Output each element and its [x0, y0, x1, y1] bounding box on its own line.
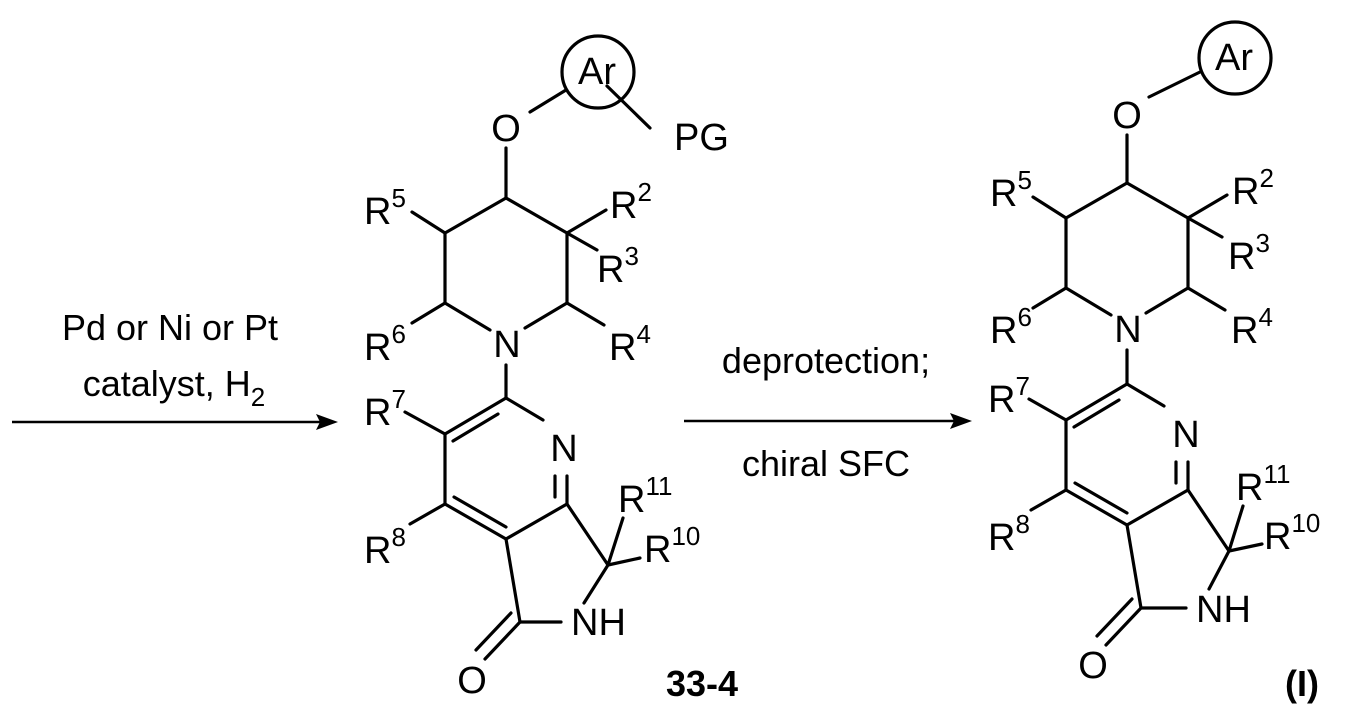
substituent-r3: R3 [1228, 228, 1270, 278]
substituent-r4: R4 [1231, 302, 1273, 352]
lactam-bond-c7a-c7 [567, 504, 608, 565]
piperidine-ring-left [1066, 183, 1127, 315]
piperidine-nitrogen: N [493, 324, 520, 366]
piperidine-nitrogen: N [1114, 309, 1141, 351]
reaction-step-2: deprotection; chiral SFC [684, 340, 972, 484]
compound-label-33-4: 33-4 [666, 663, 738, 704]
piperidine-ring-left [445, 198, 506, 330]
substituent-r10: R10 [644, 521, 700, 571]
substituent-r8: R8 [364, 522, 406, 572]
substituent-r11: R11 [618, 471, 672, 521]
bond-r7 [405, 412, 445, 434]
step1-reagents-line1: Pd or Ni or Pt [62, 307, 278, 348]
carbonyl-bond-2 [1097, 599, 1132, 636]
substituent-r5: R5 [990, 165, 1032, 215]
step1-reagents-line2: catalyst, H2 [83, 363, 266, 412]
bond-r5 [1033, 197, 1066, 218]
bond-r2 [1188, 195, 1227, 218]
substituent-r3: R3 [597, 241, 639, 291]
ether-oxygen: O [1112, 95, 1142, 137]
substituent-r6: R6 [364, 319, 406, 369]
pyridine-double-bond-c6-c5 [1074, 400, 1119, 427]
bond-r10 [1229, 544, 1262, 551]
lactam-nh: NH [571, 602, 626, 644]
bond-r11 [1229, 506, 1243, 551]
substituent-r4: R4 [609, 319, 651, 369]
bond-r3 [1188, 218, 1222, 237]
substituent-r11: R11 [1236, 459, 1290, 509]
step2-reagents-below: chiral SFC [742, 443, 910, 484]
bond-r2 [567, 210, 606, 233]
substituent-r10: R10 [1264, 508, 1320, 558]
lactam-bond-c7a-c7 [1188, 490, 1229, 551]
lactam-bond-c7-nh [584, 565, 608, 603]
bond-r7 [1029, 399, 1066, 420]
compound-I: Ar O N R5 R2 R3 R6 R4 N R7 R8 [988, 22, 1320, 704]
ether-oxygen: O [491, 108, 521, 150]
bond-r3 [567, 233, 597, 250]
carbonyl-bond-2 [476, 613, 511, 650]
lactam-bond-c1-c3a [1127, 525, 1141, 608]
bond-r8 [410, 504, 445, 524]
bond-r5 [412, 212, 445, 233]
pyridine-double-bond-c6-c5 [453, 414, 498, 441]
bond-r6 [1033, 288, 1066, 308]
lactam-bond-c7-nh [1209, 551, 1229, 589]
pyridine-nitrogen: N [1172, 414, 1199, 456]
pyridine-bond-c6-n [506, 398, 543, 420]
lactam-bond-c1-c3a [506, 539, 520, 622]
bond-r4 [567, 303, 604, 325]
pyridine-bond-c3a-c7a [1127, 490, 1188, 525]
carbonyl-bond-1 [485, 622, 520, 659]
compound-33-4: Ar PG O N R5 R2 R3 R6 R4 N [364, 36, 738, 704]
bond-r10 [608, 558, 640, 565]
pyridine-bond-c3a-c7a [506, 504, 567, 539]
substituent-r6: R6 [990, 302, 1032, 352]
bond-o-aryl [1149, 72, 1200, 97]
aryl-ring-label: Ar [1215, 37, 1253, 79]
substituent-r7: R7 [364, 384, 406, 434]
carbonyl-bond-1 [1106, 608, 1141, 645]
substituent-r8: R8 [988, 509, 1030, 559]
lactam-nh: NH [1196, 589, 1251, 631]
compound-label-I: (I) [1285, 663, 1319, 704]
carbonyl-oxygen: O [1078, 645, 1108, 687]
bond-r4 [1188, 288, 1225, 310]
bond-r8 [1031, 490, 1066, 510]
substituent-r2: R2 [610, 177, 652, 227]
reaction-step-1: Pd or Ni or Pt catalyst, H2 [12, 307, 338, 430]
bond-o-aryl [530, 90, 566, 112]
substituent-r5: R5 [364, 183, 406, 233]
substituent-r7: R7 [988, 371, 1030, 421]
step2-reagents-above: deprotection; [722, 340, 930, 381]
aryl-ring-label: Ar [578, 51, 616, 93]
pyridine-bond-c6-n [1127, 384, 1164, 406]
piperidine-ring-right [1127, 183, 1188, 313]
piperidine-ring-right [506, 198, 567, 328]
carbonyl-oxygen: O [457, 660, 487, 702]
bond-r6 [412, 303, 445, 323]
bond-r11 [608, 518, 623, 565]
protecting-group-label: PG [674, 117, 729, 159]
pyridine-nitrogen: N [550, 428, 577, 470]
substituent-r2: R2 [1232, 163, 1274, 213]
